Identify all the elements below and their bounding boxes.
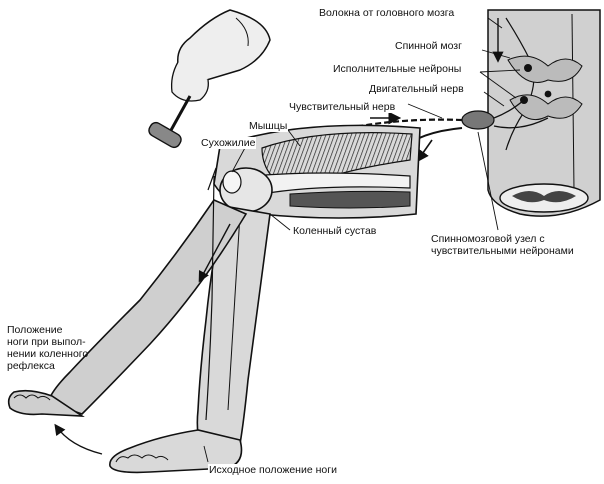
hammer-handle — [168, 95, 192, 133]
label-reflex-position-line2: ноги при выпол- — [7, 336, 86, 348]
label-spinal-cord: Спинной мозг — [394, 40, 463, 52]
foot-initial — [109, 429, 243, 474]
motion-arrow — [54, 423, 103, 455]
label-sensory-nerve: Чувствительный нерв — [288, 101, 397, 113]
label-brain-fibers: Волокна от головного мозга — [318, 7, 456, 19]
kneecap — [222, 170, 242, 194]
hand-with-hammer — [148, 9, 271, 149]
knee — [207, 167, 273, 213]
label-tendon: Сухожилие — [200, 137, 257, 149]
label-spinal-ganglion-line2: чувствительными нейронами — [431, 245, 574, 257]
motor-neuron-dot-1 — [524, 64, 532, 72]
leg-nerve-line — [205, 175, 215, 421]
hammer-head — [148, 121, 182, 149]
femur — [251, 172, 411, 195]
label-motor-neurons: Исполнительные нейроны — [332, 63, 463, 75]
leader-lines — [203, 17, 521, 463]
label-spinal-ganglion-line1: Спинномозговой узел с — [431, 233, 545, 245]
label-spinal-ganglion: Спинномозговой узел с чувствительными не… — [430, 233, 575, 257]
label-reflex-position: Положение ноги при выпол- нении коленног… — [6, 324, 112, 372]
lower-leg-initial — [109, 205, 271, 474]
label-reflex-position-line3: нении коленного — [7, 348, 89, 360]
label-initial-position: Исходное положение ноги — [208, 464, 338, 476]
spinal-ganglion — [461, 99, 549, 130]
label-reflex-position-line1: Положение — [7, 324, 63, 336]
label-knee-joint: Коленный сустав — [292, 225, 378, 237]
label-motor-nerve: Двигательный нерв — [368, 83, 465, 95]
label-muscles: Мышцы — [248, 120, 289, 132]
lower-leg-reflex — [7, 199, 248, 417]
spinal-cord-segment — [487, 9, 601, 217]
label-reflex-position-line4: рефлекса — [7, 360, 55, 372]
